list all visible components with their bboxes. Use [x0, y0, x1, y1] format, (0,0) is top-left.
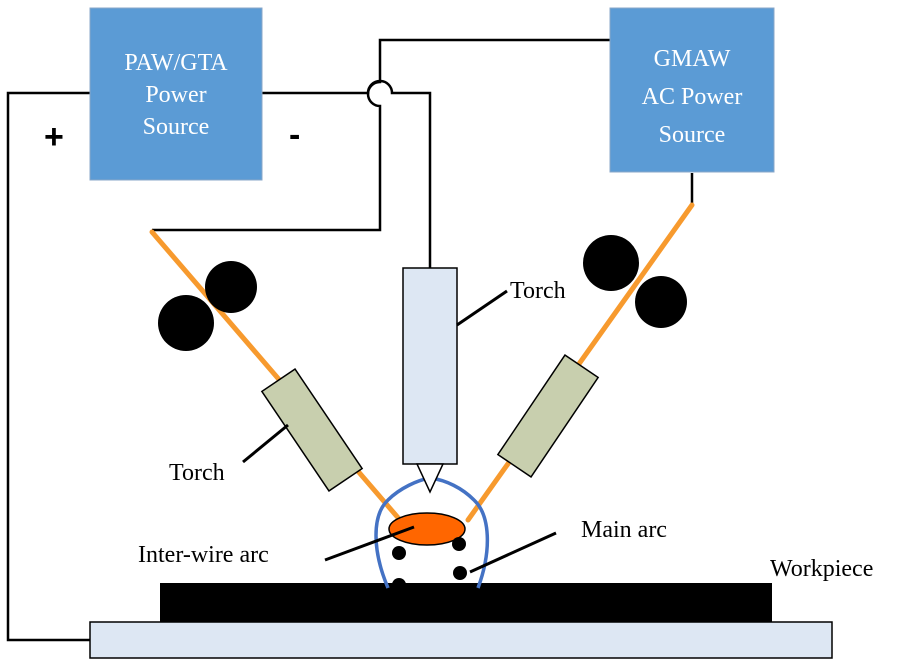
roller-right-upper: [583, 235, 639, 291]
gmaw-label-3: Source: [659, 122, 726, 148]
droplet: [392, 546, 406, 560]
droplet: [452, 537, 466, 551]
circuit-wires: [6, 38, 694, 642]
paw-gta-label-2: Power: [145, 82, 206, 108]
negative-lead: [262, 79, 432, 268]
paw-gta-label-3: Source: [143, 114, 210, 140]
positive-terminal-sign: +: [44, 118, 64, 156]
torch-left-label: Torch: [169, 460, 225, 486]
right-torch-body: [496, 354, 600, 478]
torch-center-label: Torch: [510, 278, 566, 304]
positive-lead: [6, 91, 90, 642]
leader-torch-center: [456, 289, 508, 327]
negative-terminal-sign: -: [289, 116, 300, 154]
leader-main-arc: [469, 531, 557, 574]
roller-left-lower: [158, 295, 214, 351]
right-filler-wire: [465, 202, 695, 523]
droplet: [453, 566, 467, 580]
leader-torch-left: [242, 423, 289, 464]
inter-wire-arc-label: Inter-wire arc: [138, 542, 269, 568]
inter-wire-arc-shape: [388, 512, 466, 546]
leader-inter-wire-arc: [324, 525, 415, 562]
wire-rollers: [158, 235, 687, 351]
workpiece-label: Workpiece: [770, 556, 873, 582]
base-plate: [89, 621, 833, 659]
left-torch-body: [260, 368, 364, 492]
roller-right-lower: [635, 276, 687, 328]
tungsten-tip: [415, 463, 445, 494]
droplet: [392, 578, 406, 592]
left-filler-wire: [149, 229, 403, 523]
paw-gta-label-1: PAW/GTA: [124, 50, 228, 76]
main-arc-label: Main arc: [581, 517, 667, 543]
workpiece-block: [160, 583, 772, 622]
gmaw-label-1: GMAW: [654, 46, 731, 72]
roller-left-upper: [205, 261, 257, 313]
leader-lines: [242, 289, 557, 574]
paw-gta-power-source: [89, 7, 263, 181]
gmaw-power-source: [609, 7, 775, 173]
droplets: [392, 537, 467, 592]
filler-wires: [149, 202, 695, 523]
center-torch-body: [402, 267, 458, 465]
gmaw-label-2: AC Power: [642, 84, 743, 110]
gmaw-lead-left: [152, 38, 610, 232]
